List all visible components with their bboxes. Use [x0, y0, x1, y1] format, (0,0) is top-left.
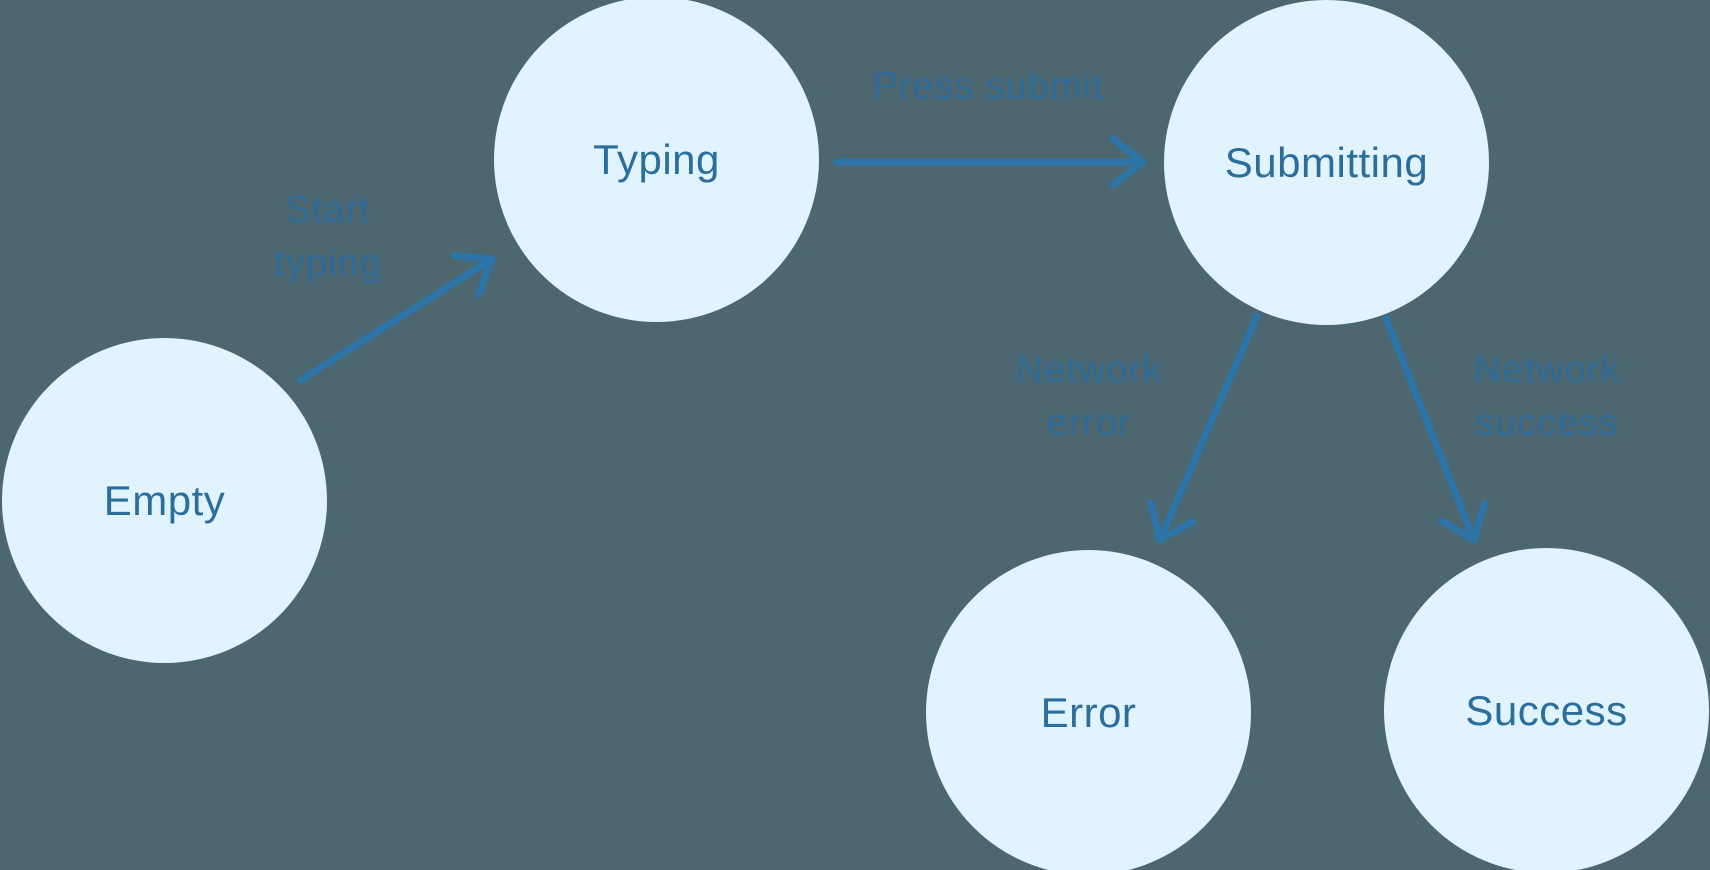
state-node-typing: Typing — [494, 0, 819, 322]
edge-submitting-to-error-arrow — [1147, 312, 1261, 544]
edge-label-network-error-line2: error — [1046, 402, 1132, 444]
edge-label-network-success-line2: success — [1474, 402, 1620, 444]
edge-label-press-submit-line1: Press submit — [872, 65, 1104, 108]
edge-label-start-typing-line2: typing — [274, 242, 382, 284]
edge-label-network-error-line1: Network — [1015, 349, 1163, 391]
edge-label-network-success: Network success — [1474, 344, 1620, 450]
state-node-error: Error — [926, 550, 1251, 870]
state-node-success-label: Success — [1465, 686, 1628, 734]
state-node-error-label: Error — [1040, 688, 1137, 736]
state-node-typing-label: Typing — [593, 135, 720, 183]
edge-submitting-to-success-arrow — [1382, 314, 1488, 544]
edge-label-network-error: Network error — [1016, 344, 1162, 450]
edge-label-start-typing: Start typing — [274, 184, 381, 290]
edge-label-network-success-line1: Network — [1473, 349, 1621, 391]
state-node-empty: Empty — [2, 338, 327, 663]
edge-empty-to-typing-arrow — [297, 252, 496, 384]
state-node-submitting-label: Submitting — [1224, 138, 1429, 186]
state-node-empty-label: Empty — [103, 476, 226, 524]
state-node-submitting: Submitting — [1164, 0, 1489, 325]
edge-label-start-typing-line1: Start — [285, 189, 371, 231]
state-node-success: Success — [1384, 548, 1709, 870]
edge-label-press-submit: Press submit — [872, 61, 1104, 114]
